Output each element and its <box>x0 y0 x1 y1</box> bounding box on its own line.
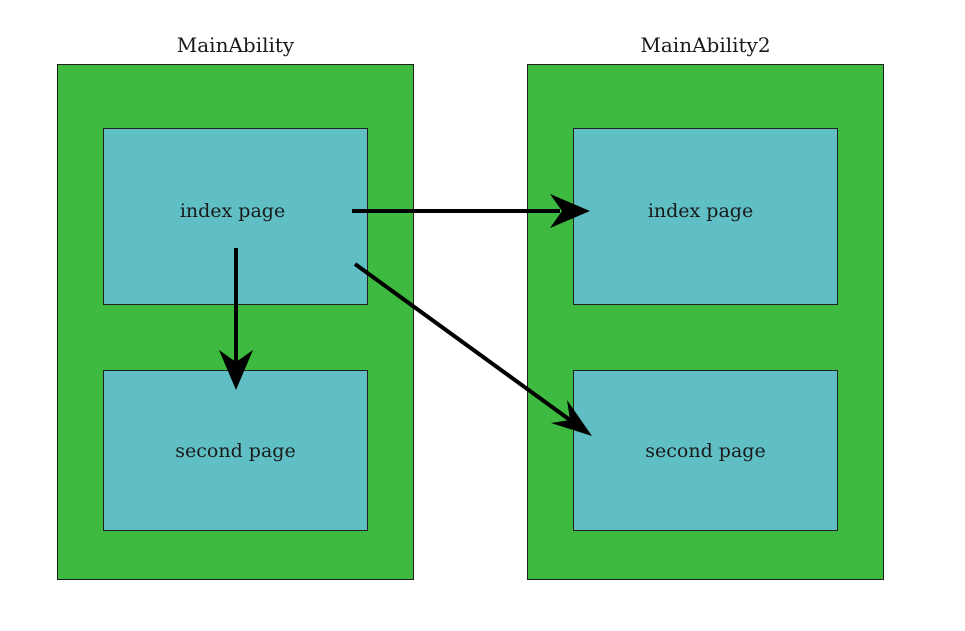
page-label: index page <box>179 199 286 222</box>
ability-title-mainability: MainAbility <box>176 33 295 57</box>
mainability-second-page: second page <box>103 370 368 531</box>
mainability2-second-page: second page <box>573 370 838 531</box>
ability-title-mainability2: MainAbility2 <box>640 33 771 57</box>
page-label: index page <box>647 199 754 222</box>
mainability2-index-page: index page <box>573 128 838 305</box>
mainability-index-page: index page <box>103 128 368 305</box>
page-label: second page <box>175 439 296 462</box>
page-label: second page <box>645 439 766 462</box>
